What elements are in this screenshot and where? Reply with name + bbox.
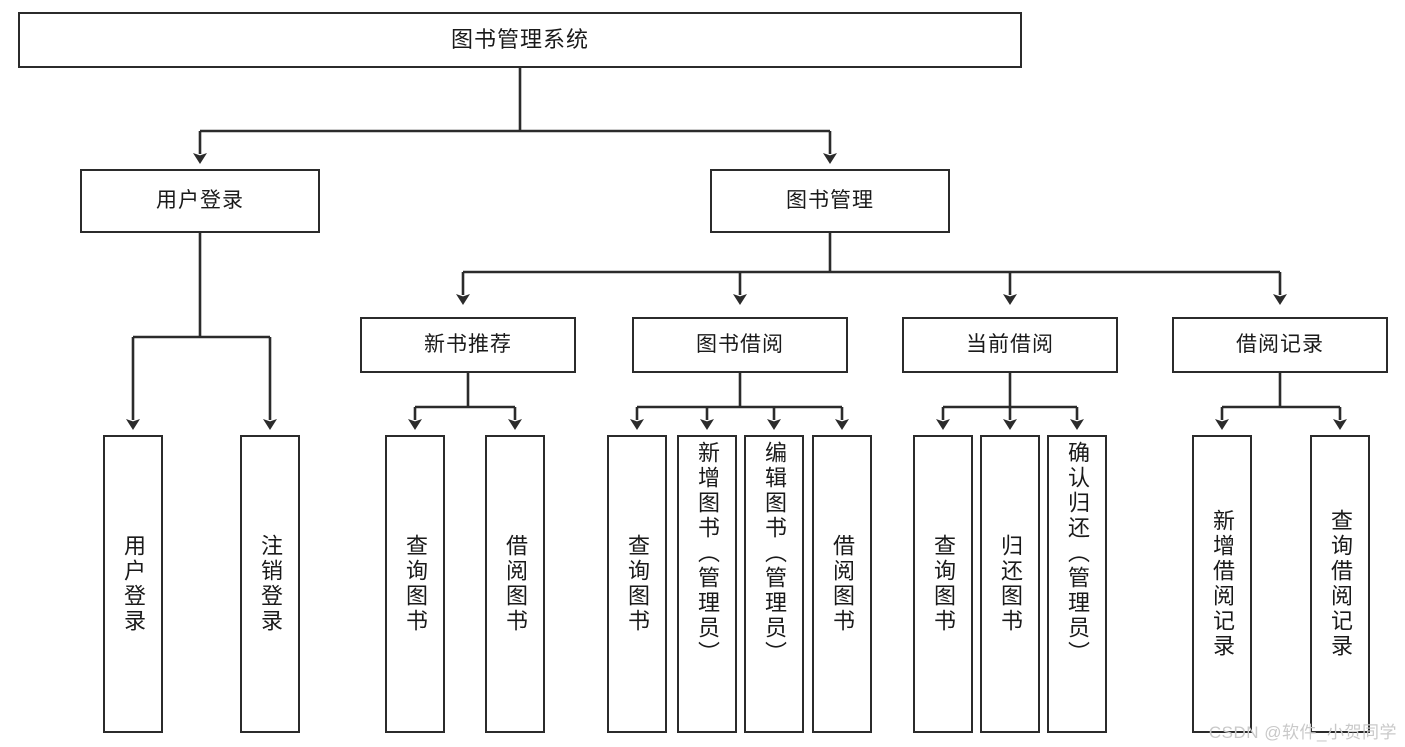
node-label: 查询图书	[931, 534, 956, 634]
node-label: 注销登录	[258, 534, 283, 634]
node-label: 借阅记录	[1236, 332, 1324, 356]
leaf-edit-book-admin[interactable]: 编辑图书（管理员）	[744, 435, 804, 733]
node-label: 新书推荐	[424, 332, 512, 356]
node-label: 查询图书	[403, 534, 428, 634]
node-label: 确认归还（管理员）	[1065, 441, 1090, 666]
leaf-query-book-borrow[interactable]: 查询图书	[607, 435, 667, 733]
node-label: 借阅图书	[503, 534, 528, 634]
leaf-logout-login[interactable]: 注销登录	[240, 435, 300, 733]
csdn-watermark: CSDN @软件_小贺同学	[1208, 723, 1397, 742]
node-label: 新增借阅记录	[1210, 509, 1235, 659]
node-label: 查询图书	[625, 534, 650, 634]
leaf-query-borrow-record[interactable]: 查询借阅记录	[1310, 435, 1370, 733]
node-label: 图书管理	[786, 188, 874, 212]
leaf-add-borrow-record[interactable]: 新增借阅记录	[1192, 435, 1252, 733]
node-book-management[interactable]: 图书管理	[710, 169, 950, 233]
leaf-query-book-recommend[interactable]: 查询图书	[385, 435, 445, 733]
node-label: 图书管理系统	[450, 27, 589, 53]
leaf-confirm-return-admin[interactable]: 确认归还（管理员）	[1047, 435, 1107, 733]
node-label: 当前借阅	[966, 332, 1054, 356]
leaf-borrow-book-borrow[interactable]: 借阅图书	[812, 435, 872, 733]
leaf-borrow-book-recommend[interactable]: 借阅图书	[485, 435, 545, 733]
leaf-return-book[interactable]: 归还图书	[980, 435, 1040, 733]
node-new-book-recommend[interactable]: 新书推荐	[360, 317, 576, 373]
node-label: 新增图书（管理员）	[695, 441, 720, 666]
node-label: 查询借阅记录	[1328, 509, 1353, 659]
node-label: 用户登录	[156, 188, 244, 212]
node-book-borrow[interactable]: 图书借阅	[632, 317, 848, 373]
node-root-system[interactable]: 图书管理系统	[18, 12, 1022, 68]
node-label: 图书借阅	[696, 332, 784, 356]
node-current-borrow[interactable]: 当前借阅	[902, 317, 1118, 373]
node-label: 借阅图书	[830, 534, 855, 634]
node-label: 用户登录	[121, 534, 146, 634]
node-user-login[interactable]: 用户登录	[80, 169, 320, 233]
node-label: 编辑图书（管理员）	[762, 441, 787, 666]
leaf-query-book-current[interactable]: 查询图书	[913, 435, 973, 733]
leaf-user-login[interactable]: 用户登录	[103, 435, 163, 733]
node-label: 归还图书	[998, 534, 1023, 634]
leaf-add-book-admin[interactable]: 新增图书（管理员）	[677, 435, 737, 733]
node-borrow-record[interactable]: 借阅记录	[1172, 317, 1388, 373]
